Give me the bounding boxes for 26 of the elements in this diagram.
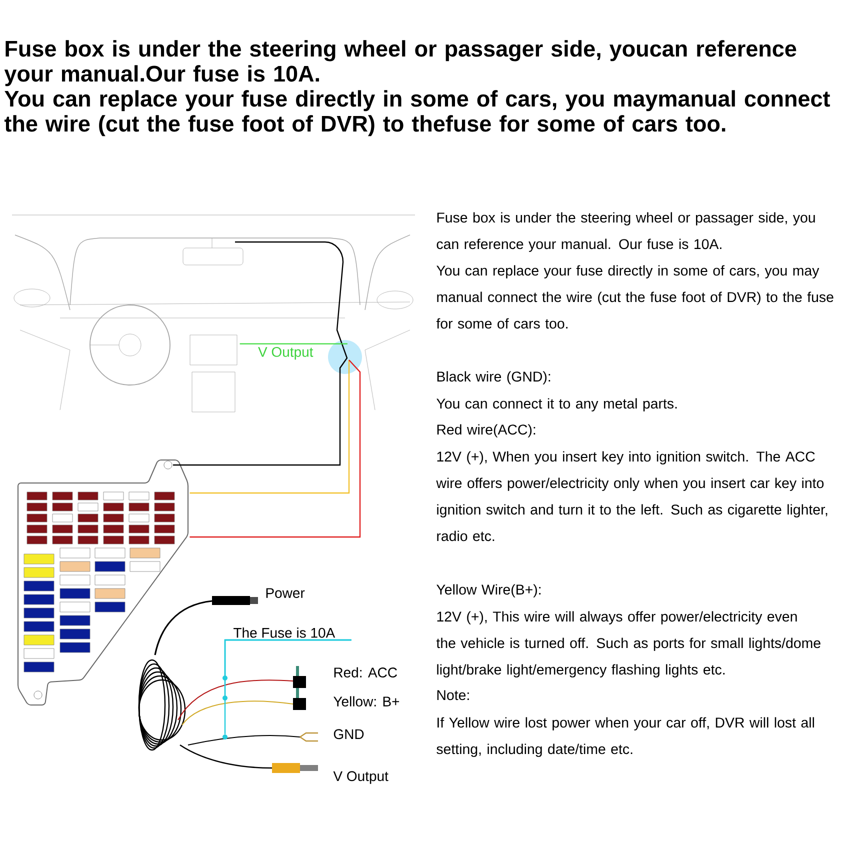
wire-label: Yellow: B+ xyxy=(334,696,400,706)
paragraph-text: 12V (+), When you insert key into ignition switch. The ACC wire offers power/electricity only when you insert car key into ignition switch and turn it to the left. Such as cigarette lighter, radio etc. xyxy=(436,451,828,542)
wire xyxy=(173,241,348,466)
callout-label: V Output xyxy=(258,346,314,360)
wire xyxy=(224,639,352,734)
wire xyxy=(190,412,361,538)
wire xyxy=(240,343,348,344)
wire-label: V Output xyxy=(333,771,388,784)
section-heading: Yellow Wire(B+): xyxy=(436,584,540,598)
paragraph-text: Fuse box is under the steering wheel or passager side, you can reference your manual. Our fuse is 10A. xyxy=(436,212,815,252)
callout-label: The Fuse is 10A xyxy=(234,628,336,638)
car-interior-drawing xyxy=(12,214,416,412)
paragraph-text: If Yellow wire lost power when your car off, DVR will lost all setting, including date/time etc. xyxy=(436,717,814,757)
section-heading: Note: xyxy=(437,690,469,700)
section-heading: Black wire (GND): xyxy=(437,371,550,384)
section-heading: Red wire(ACC): xyxy=(437,424,536,438)
heading-text: Fuse box is under the steering wheel or passager side, youcan reference your manual.Our fuse is 10A. xyxy=(4,40,796,86)
wire-label: Red: ACC xyxy=(334,667,397,678)
wire-label: Power xyxy=(266,588,305,598)
paragraph-text: You can connect it to any metal parts. xyxy=(436,398,677,412)
wire xyxy=(190,412,350,494)
paragraph-text: You can replace your fuse directly in some of cars, you may manual connect the wire (cut the fuse foot of DVR) to the fuse for some of cars too. xyxy=(436,265,834,329)
paragraph-text: 12V (+), This wire will always offer power/electricity even the vehicle is turned off. Such as ports for small lights/dome light/brake light/emergency flashing lights etc. xyxy=(436,611,820,678)
fuse-box-drawing xyxy=(18,460,188,706)
heading-text: You can replace your fuse directly in some of cars, you maymanual connect the wire (cut the fuse foot of DVR) to thefuse for some of cars too. xyxy=(4,90,830,136)
wire-label: GND xyxy=(334,729,364,740)
